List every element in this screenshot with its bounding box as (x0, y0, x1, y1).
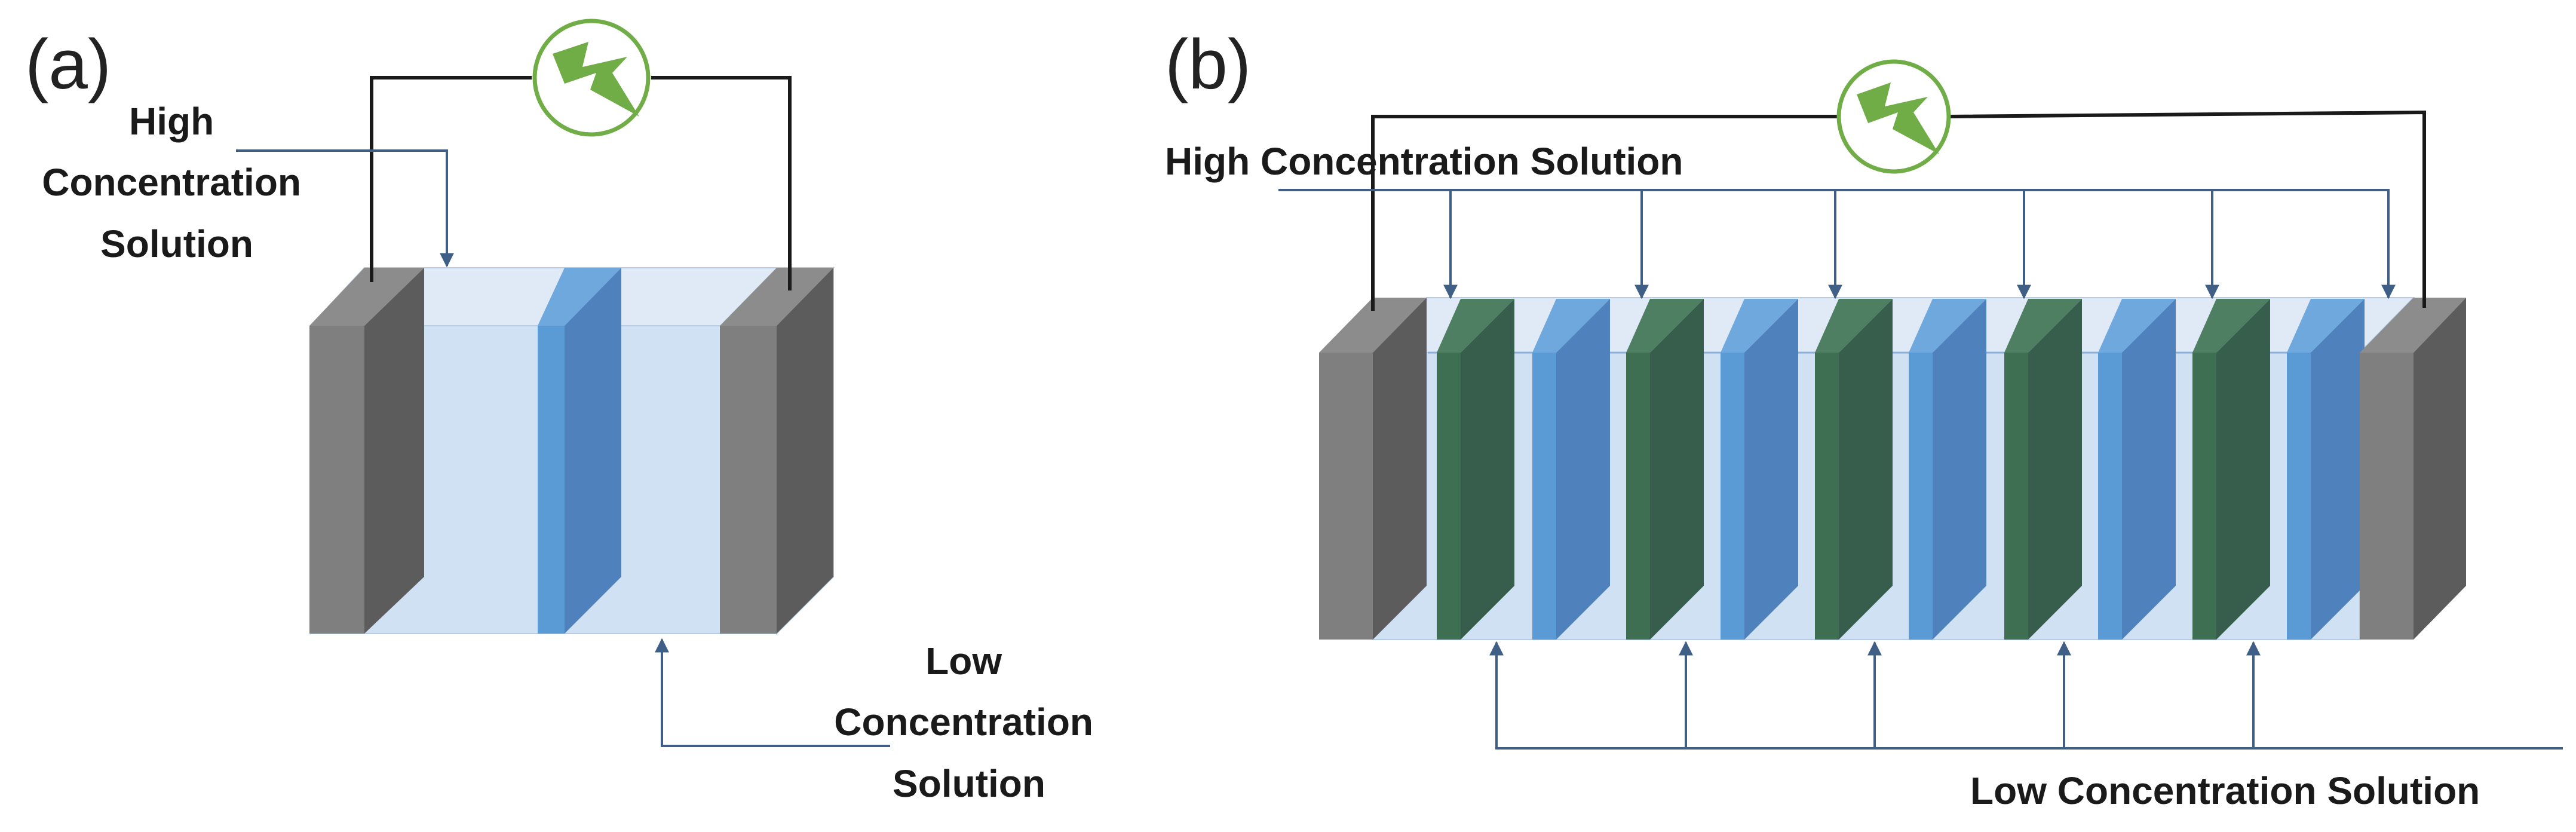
panel-b-low-inflow-manifold (1489, 641, 2563, 750)
panel-b-circuit-wire (1371, 115, 1839, 311)
panel-a-membrane (538, 268, 621, 634)
panel-b-membrane-green (1626, 299, 1704, 640)
panel-b-membrane-blue (1532, 299, 1610, 640)
panel-b-right-electrode (2360, 298, 2466, 640)
panel-a-low-inflow-arrow (655, 638, 890, 747)
panel-a: (a) High (25, 19, 1104, 805)
power-source-icon (532, 19, 651, 137)
power-source-icon (1836, 59, 1951, 174)
panel-b-membrane-stack (1437, 299, 2365, 640)
panel-a-low-label: Low Concentration Solution (834, 640, 1104, 805)
panel-b-high-label: High Concentration Solution (1165, 140, 1683, 183)
panel-b-membrane-blue (2287, 299, 2365, 640)
panel-a-circuit-wire (370, 76, 532, 282)
panel-a-high-label: High Concentration Solution (42, 100, 312, 265)
panel-b: (b) (1165, 25, 2563, 812)
panel-b-circuit-wire-right (1948, 110, 2426, 308)
panel-a-left-electrode (309, 268, 424, 634)
panel-b-membrane-green (2004, 299, 2082, 640)
panel-b-left-electrode (1319, 298, 1427, 640)
panel-b-membrane-green (2192, 299, 2270, 640)
panel-b-label: (b) (1165, 25, 1251, 104)
panel-a-right-electrode (720, 268, 833, 634)
panel-b-membrane-blue (2098, 299, 2176, 640)
panel-b-high-inflow-manifold (1278, 189, 2396, 299)
panel-b-membrane-blue (1909, 299, 1986, 640)
panel-b-low-label: Low Concentration Solution (1970, 769, 2480, 812)
panel-a-label: (a) (25, 25, 111, 104)
panel-b-membrane-green (1437, 299, 1514, 640)
panel-b-membrane-green (1815, 299, 1893, 640)
panel-a-circuit-wire-right (651, 76, 792, 290)
panel-a-high-inflow-arrow (236, 149, 454, 268)
panel-b-membrane-blue (1721, 299, 1798, 640)
